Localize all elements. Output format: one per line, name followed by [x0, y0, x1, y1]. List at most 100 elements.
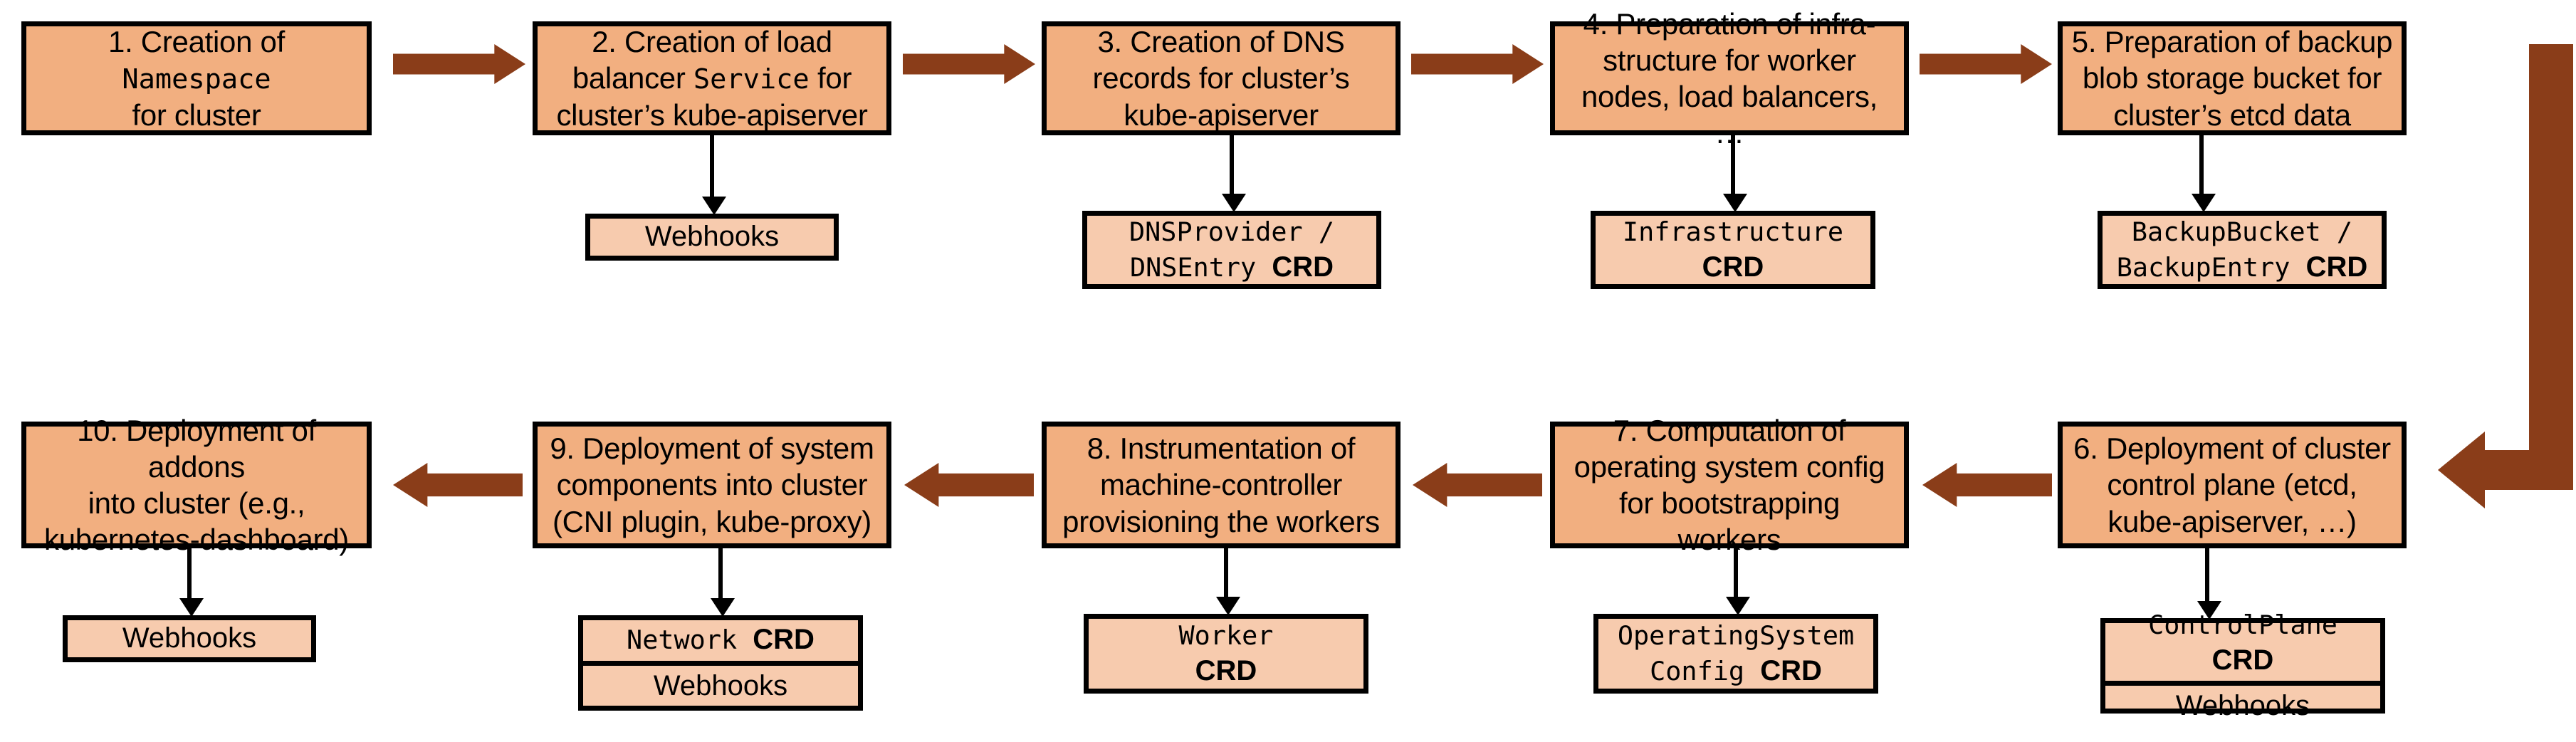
text-run: nodes, load balancers, …	[1581, 80, 1878, 150]
resource-label: ControlPlane CRD	[2111, 607, 2375, 678]
arrowhead-down-icon	[1222, 194, 1246, 212]
flow-arrow-step-3-to-step-4	[1411, 44, 1544, 84]
resource-cell: Webhooks	[2105, 681, 2380, 727]
arrowhead-down-icon	[2192, 194, 2216, 212]
text-run: control plane (etcd,	[2107, 468, 2357, 502]
arrowhead-down-icon	[179, 598, 204, 617]
text-run: blob storage bucket for	[2082, 61, 2382, 95]
text-run: 10. Deployment of addons	[77, 413, 316, 484]
resource-cell: ControlPlane CRD	[2105, 605, 2380, 681]
arrowhead-down-icon	[702, 197, 726, 215]
connector-stem	[1230, 135, 1234, 195]
text-run: 8. Instrumentation of	[1087, 432, 1356, 466]
flow-arrow-step-4-to-step-5	[1920, 44, 2052, 84]
resource-label: Webhooks	[645, 219, 779, 255]
text-run: Webhooks	[2175, 690, 2310, 722]
crd-label: CRD	[1702, 251, 1764, 283]
flow-arrow-step-5-to-step-6	[2438, 44, 2573, 514]
mono-type-name: Config	[1650, 656, 1761, 686]
connector-stem	[718, 548, 723, 600]
resource-box-10[interactable]: Webhooks	[63, 615, 316, 662]
text-run: Webhooks	[653, 669, 788, 701]
arrowhead-down-icon	[1723, 194, 1747, 212]
connector-stem	[2205, 548, 2209, 602]
mono-type-name: DNSProvider /	[1129, 216, 1334, 248]
connector-stem	[1734, 548, 1738, 598]
connector-stem	[710, 135, 714, 198]
resource-cell: Webhooks	[583, 660, 858, 707]
text-run: provisioning the workers	[1062, 504, 1380, 538]
mono-type-name: Network	[627, 624, 753, 655]
crd-label: CRD	[753, 623, 815, 655]
resource-label: Webhooks	[122, 621, 256, 657]
resource-cell: BackupBucket /BackupEntry CRD	[2103, 211, 2382, 288]
text-run: 7. Computation of	[1613, 413, 1846, 447]
arrowhead-down-icon	[1216, 597, 1240, 615]
resource-box-3[interactable]: DNSProvider /DNSEntry CRD	[1082, 211, 1381, 289]
resource-label: BackupBucket /BackupEntry CRD	[2117, 214, 2368, 285]
resource-cell: DNSProvider /DNSEntry CRD	[1087, 211, 1376, 288]
resource-label: DNSProvider /DNSEntry CRD	[1129, 214, 1334, 285]
flow-arrow-step-8-to-step-9	[904, 463, 1034, 507]
text-run: structure for worker	[1603, 43, 1856, 77]
text-run: 3. Creation of DNS	[1097, 25, 1345, 59]
step-box-4[interactable]: 4. Preparation of infra-structure for wo…	[1550, 7, 1909, 150]
text-run: 5. Preparation of backup	[2071, 25, 2393, 59]
flow-arrow-step-7-to-step-8	[1413, 463, 1542, 507]
text-run: 4. Preparation of infra-	[1583, 6, 1876, 41]
crd-label: CRD	[1195, 655, 1257, 686]
text-run: cluster’s kube-apiserver	[556, 98, 868, 132]
crd-label: CRD	[2211, 644, 2274, 676]
resource-box-6[interactable]: ControlPlane CRD Webhooks	[2100, 610, 2385, 721]
connector-stem	[1731, 135, 1735, 195]
text-run: components into cluster	[556, 468, 868, 502]
connector-stem	[2199, 135, 2204, 195]
text-run: kubernetes-dashboard)	[44, 523, 349, 557]
text-run: Webhooks	[644, 221, 780, 253]
text-run: for	[809, 61, 852, 95]
resource-box-5[interactable]: BackupBucket /BackupEntry CRD	[2098, 211, 2387, 289]
crd-label: CRD	[1760, 655, 1822, 686]
resource-box-9[interactable]: Network CRD Webhooks	[578, 615, 863, 711]
resource-label: Webhooks	[2176, 689, 2310, 724]
text-run: machine-controller	[1099, 468, 1343, 502]
text-run: cluster’s etcd data	[2113, 98, 2351, 132]
mono-type-name: ControlPlane	[2148, 610, 2337, 641]
text-run: operating system config	[1574, 449, 1885, 484]
resource-cell: Webhooks	[68, 618, 311, 659]
text-run: 2. Creation of load	[592, 25, 832, 59]
flow-arrow-step-1-to-step-2	[393, 44, 525, 84]
text-run: for bootstrapping workers	[1618, 486, 1841, 557]
connector-stem	[1224, 548, 1228, 598]
resource-box-2[interactable]: Webhooks	[585, 214, 839, 261]
text-run: 1. Creation of	[108, 25, 285, 59]
flow-arrow-step-9-to-step-10	[393, 463, 523, 507]
mono-type-name: BackupEntry	[2116, 252, 2306, 283]
resource-label: Webhooks	[654, 669, 787, 704]
